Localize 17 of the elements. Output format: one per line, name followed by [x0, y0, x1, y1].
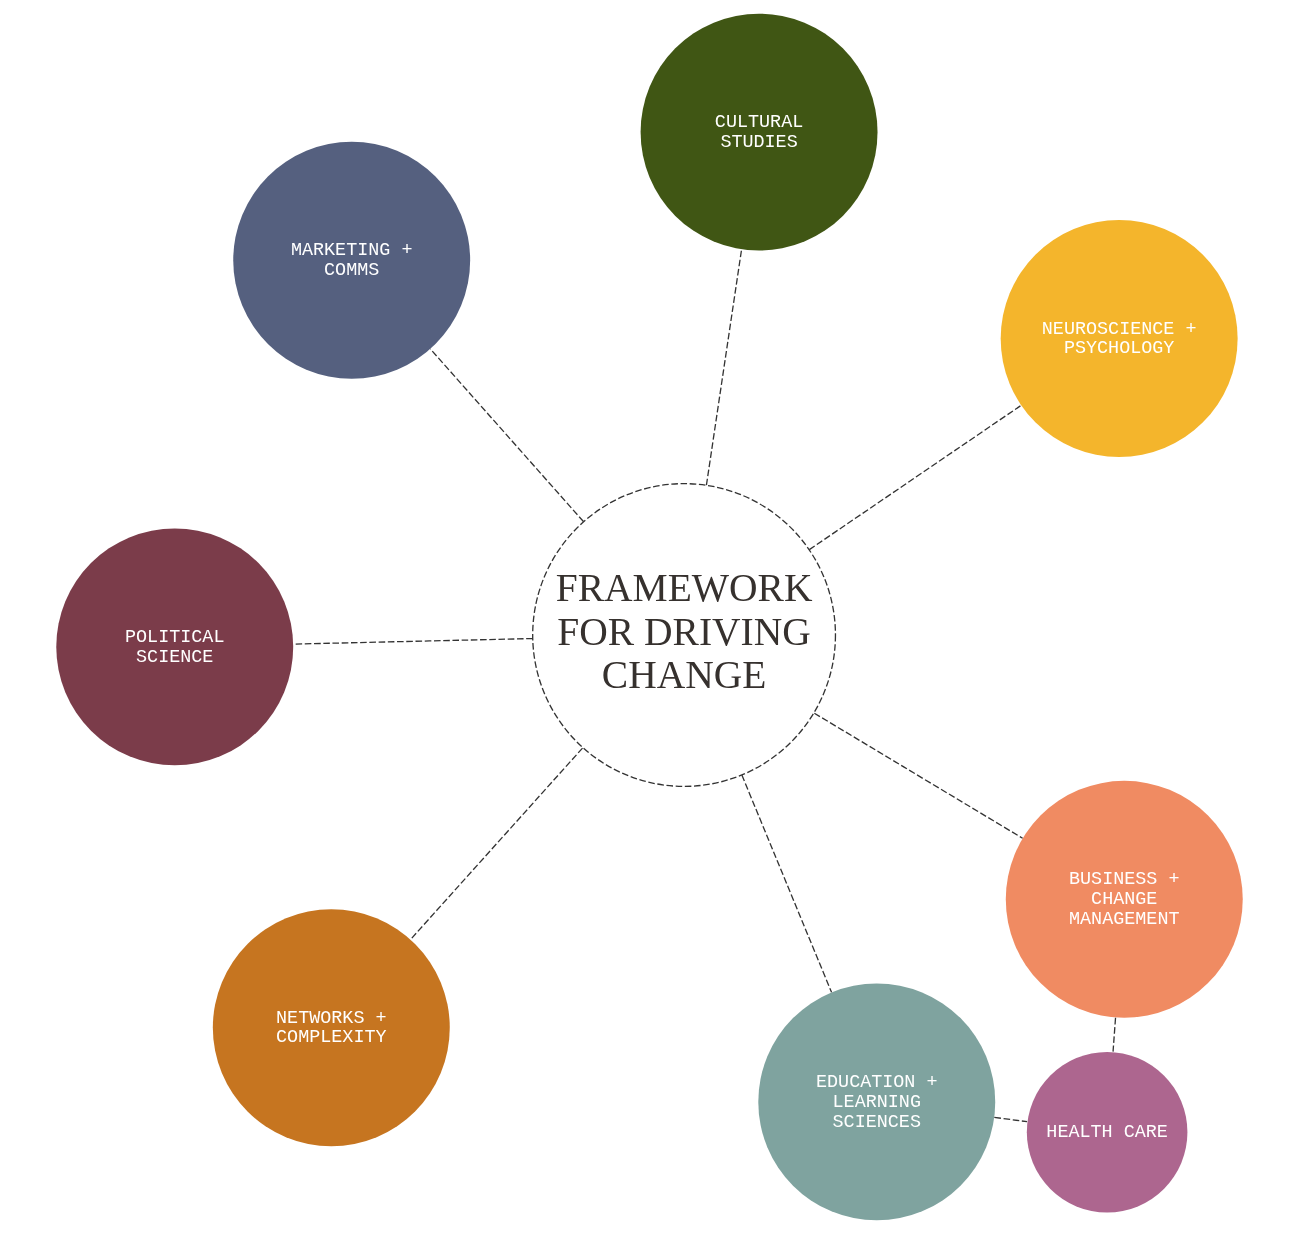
connector [813, 712, 1024, 839]
connector [1112, 1017, 1117, 1053]
connector [741, 774, 833, 993]
node-circle: EDUCATION + LEARNING SCIENCES [758, 983, 996, 1221]
node-circle: FRAMEWORK FOR DRIVING CHANGE [532, 482, 837, 788]
connector [705, 248, 743, 486]
connector [429, 348, 585, 523]
connector [410, 747, 584, 940]
node-circle: HEALTH CARE [1026, 1051, 1188, 1213]
node-circle: CULTURAL STUDIES [640, 13, 878, 251]
connector [808, 404, 1022, 551]
node-circle: POLITICAL SCIENCE [56, 528, 294, 766]
node-circle: MARKETING + COMMS [233, 141, 471, 379]
connector [993, 1116, 1028, 1123]
node-circle: BUSINESS + CHANGE MANAGEMENT [1005, 780, 1243, 1018]
node-circle: NEUROSCIENCE + PSYCHOLOGY [1000, 220, 1238, 458]
node-circle: NETWORKS + COMPLEXITY [212, 909, 450, 1147]
